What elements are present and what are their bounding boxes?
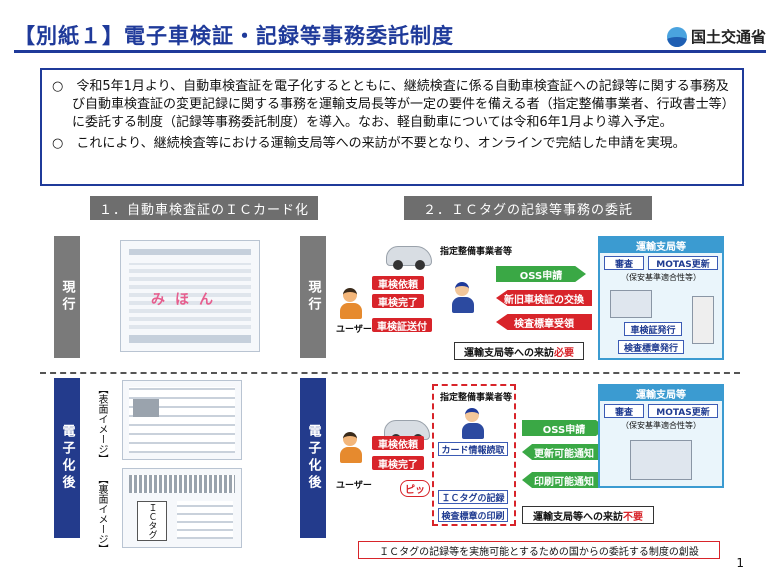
oss-application-arrow-digital: OSS申請 — [522, 420, 606, 436]
ministry-logo: 国土交通省 — [667, 26, 766, 47]
label-digital-right: 電子化後 — [300, 378, 326, 538]
office-title-digital: 運輸支局等 — [600, 386, 722, 401]
beep-callout: ピッ — [400, 480, 430, 497]
ic-tag-record-label: ＩＣタグの記録 — [438, 490, 508, 504]
footnote-box: ＩＣタグの記録等を実施可能とするための国からの委託する制度の創設 — [358, 541, 720, 559]
visit-required-text: 運輸支局等への来訪 — [464, 344, 554, 359]
mechanic-icon-digital — [462, 408, 482, 439]
workshop-label-current: 指定整備事業者等 — [440, 244, 512, 257]
visit-required-note: 運輸支局等への来訪 必要 — [454, 342, 584, 360]
certificate-mail-label: 車検証送付 — [372, 318, 432, 332]
ic-card-front-image — [122, 380, 242, 460]
sample-stamp: みほん — [151, 289, 223, 309]
mechanic-icon-current — [452, 282, 472, 313]
summary-point-1: ○ 令和5年1月より、自動車検査証を電子化するとともに、継続検査に係る自動車検査… — [52, 78, 732, 132]
label-current-left: 現行 — [54, 236, 80, 358]
inspection-complete-label: 車検完了 — [372, 294, 424, 308]
sticker-receipt-arrow: 検査標章受領 — [496, 314, 592, 330]
office-note-current: （保安基準適合性等） — [600, 272, 722, 283]
visit-unneeded-word: 不要 — [623, 508, 643, 523]
update-available-arrow: 更新可能通知 — [522, 444, 606, 460]
motas-update-label-digital: MOTAS更新 — [648, 404, 718, 418]
summary-point-2: ○ これにより、継続検査等における運輸支局等への来訪が不要となり、オンラインで完… — [52, 135, 732, 153]
transport-office-current: 運輸支局等 審査 MOTAS更新 （保安基準適合性等） 車検証発行 検査標章発行 — [598, 236, 724, 360]
user-icon-current — [340, 288, 360, 319]
motas-update-label-current: MOTAS更新 — [648, 256, 718, 270]
user-icon-digital — [340, 432, 360, 463]
ic-card-back-image: ＩＣタグ — [122, 468, 242, 548]
review-label-digital: 審査 — [604, 404, 644, 418]
print-available-arrow: 印刷可能通知 — [522, 472, 606, 488]
section-heading-ic-tag: ２．ＩＣタグの記録等事務の委託 — [404, 196, 652, 220]
logo-text: 国土交通省 — [691, 26, 766, 47]
inspection-request-label: 車検依頼 — [372, 276, 424, 290]
visit-unneeded-text: 運輸支局等への来訪 — [533, 508, 623, 523]
paper-certificate-image: みほん — [120, 240, 260, 352]
sticker-print-label: 検査標章の印刷 — [438, 508, 508, 522]
ic-tag-label: ＩＣタグ — [137, 501, 167, 541]
car-icon-current — [386, 246, 432, 266]
user-label-current: ユーザー — [336, 322, 372, 335]
office-title-current: 運輸支局等 — [600, 238, 722, 253]
back-image-label: 【裏面イメージ】 — [94, 474, 108, 554]
inspection-request-label-digital: 車検依頼 — [372, 436, 424, 450]
page-number: 1 — [736, 556, 744, 570]
printer-icon-current — [692, 296, 714, 344]
user-label-digital: ユーザー — [336, 478, 372, 491]
office-building-icon-digital — [630, 440, 692, 480]
transport-office-digital: 運輸支局等 審査 MOTAS更新 （保安基準適合性等） — [598, 384, 724, 488]
label-digital-left: 電子化後 — [54, 378, 80, 538]
oss-application-arrow: OSS申請 — [496, 266, 586, 282]
issue-certificate-label: 車検証発行 — [624, 322, 682, 336]
visit-unneeded-note: 運輸支局等への来訪 不要 — [522, 506, 654, 524]
visit-required-word: 必要 — [554, 344, 574, 359]
page-title: 【別紙１】電子車検証・記録等事務委託制度 — [14, 20, 454, 50]
inspection-complete-label-digital: 車検完了 — [372, 456, 424, 470]
front-image-label: 【表面イメージ】 — [94, 384, 108, 464]
title-underline — [14, 50, 766, 53]
issue-sticker-label: 検査標章発行 — [618, 340, 684, 354]
certificate-exchange-arrow: 新旧車検証の交換 — [496, 290, 592, 306]
label-current-right: 現行 — [300, 236, 326, 358]
office-note-digital: （保安基準適合性等） — [600, 420, 722, 431]
section-divider — [40, 372, 740, 374]
section-heading-ic-card: １．自動車検査証のＩＣカード化 — [90, 196, 318, 220]
summary-box: ○ 令和5年1月より、自動車検査証を電子化するとともに、継続検査に係る自動車検査… — [40, 68, 744, 186]
card-read-label: カード情報読取 — [438, 442, 508, 456]
mlit-logo-icon — [667, 27, 687, 47]
review-label-current: 審査 — [604, 256, 644, 270]
office-building-icon-current — [610, 290, 652, 318]
